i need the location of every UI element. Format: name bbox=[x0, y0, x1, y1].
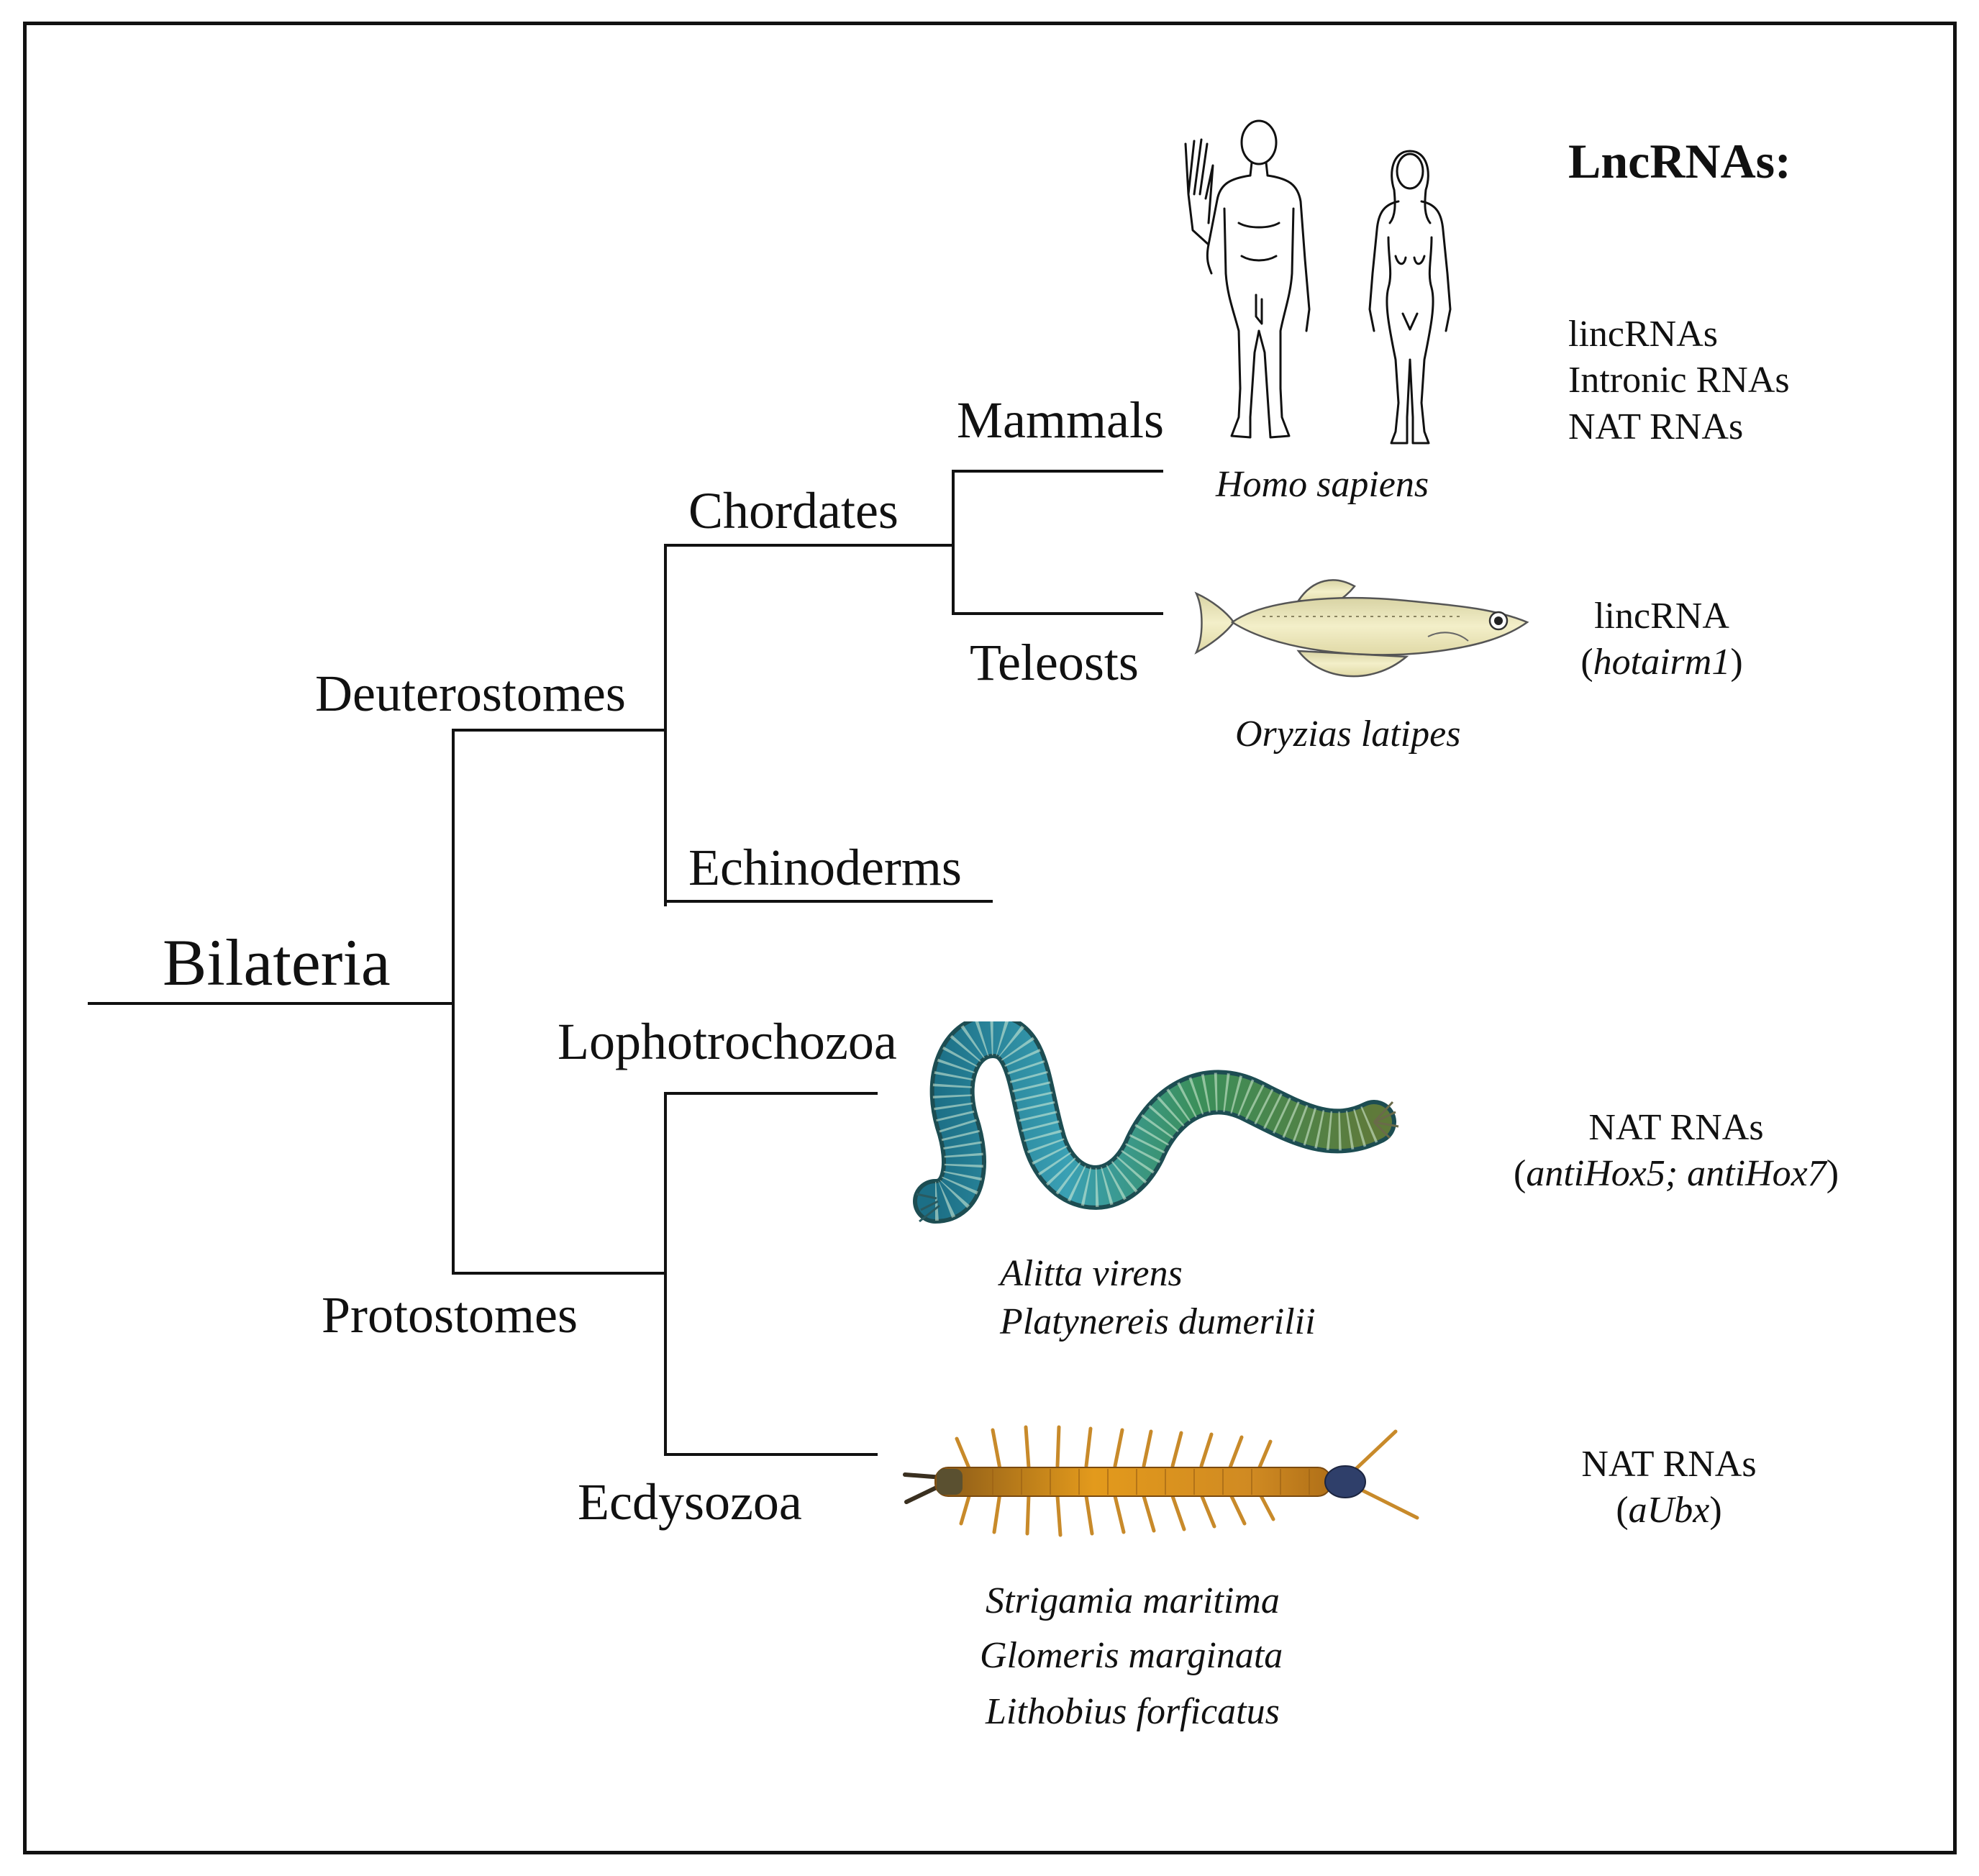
root-label: Bilateria bbox=[163, 926, 391, 999]
species-label-arthropod-3: Lithobius forficatus bbox=[986, 1691, 1280, 1732]
centipede-icon bbox=[903, 1425, 1419, 1537]
lncrna-gene: aUbx bbox=[1628, 1490, 1710, 1531]
human-figures-icon bbox=[1184, 119, 1452, 445]
lncrnas-header: LncRNAs: bbox=[1568, 134, 1791, 188]
lncrna-gene: hotairm1 bbox=[1593, 642, 1731, 683]
clade-label-deuterostomes: Deuterostomes bbox=[315, 665, 626, 722]
lncrna-gene-line: (antiHox5; antiHox7) bbox=[1513, 1153, 1839, 1195]
species-label-fish: Oryzias latipes bbox=[1235, 714, 1461, 755]
lncrna-item: lincRNAs bbox=[1568, 314, 1718, 355]
lncrna-type: NAT RNAs bbox=[1588, 1107, 1764, 1148]
species-label-arthropod-1: Strigamia maritima bbox=[986, 1580, 1280, 1621]
lncrna-type: lincRNA bbox=[1594, 596, 1729, 637]
lncrna-item: NAT RNAs bbox=[1568, 406, 1744, 447]
figure-frame bbox=[23, 22, 1957, 1854]
species-label-mammal: Homo sapiens bbox=[1216, 464, 1429, 505]
clade-label-chordates: Chordates bbox=[688, 482, 898, 539]
lncrna-list-annelid: NAT RNAs (antiHox5; antiHox7) bbox=[1486, 1105, 1867, 1198]
lncrna-type: NAT RNAs bbox=[1581, 1444, 1757, 1485]
lncrna-item: Intronic RNAs bbox=[1568, 360, 1790, 401]
lncrna-list-arthropod: NAT RNAs (aUbx) bbox=[1554, 1442, 1784, 1534]
medaka-fish-icon bbox=[1194, 579, 1529, 678]
clade-label-echinoderms: Echinoderms bbox=[688, 839, 962, 896]
species-label-annelid-1: Alitta virens bbox=[1000, 1253, 1183, 1294]
clade-label-mammals: Mammals bbox=[957, 391, 1164, 449]
lncrna-gene-line: (hotairm1) bbox=[1580, 642, 1743, 683]
lncrna-list-fish: lincRNA (hotairm1) bbox=[1565, 593, 1759, 686]
polychaete-worm-icon bbox=[913, 1021, 1399, 1224]
lncrna-list-mammal: lincRNAs Intronic RNAs NAT RNAs bbox=[1568, 311, 1790, 450]
species-label-annelid-2: Platynereis dumerilii bbox=[1000, 1301, 1316, 1342]
clade-label-ecdysozoa: Ecdysozoa bbox=[578, 1473, 802, 1531]
clade-label-lophotrochozoa: Lophotrochozoa bbox=[558, 1013, 897, 1070]
clade-label-teleosts: Teleosts bbox=[970, 634, 1139, 691]
species-label-arthropod-2: Glomeris marginata bbox=[980, 1635, 1283, 1676]
lncrna-gene: antiHox5; antiHox7 bbox=[1526, 1153, 1826, 1195]
lncrna-gene-line: (aUbx) bbox=[1616, 1490, 1722, 1531]
clade-label-protostomes: Protostomes bbox=[322, 1286, 578, 1344]
